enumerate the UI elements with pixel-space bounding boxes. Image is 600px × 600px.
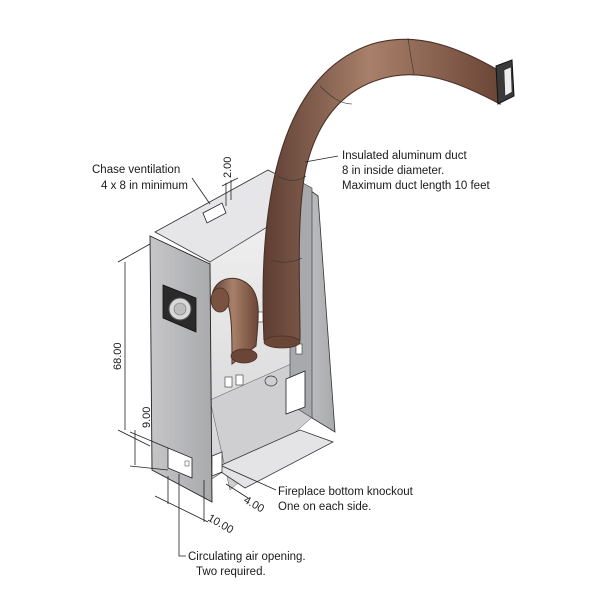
dim-opening-ext-top	[129, 431, 169, 449]
dim-height-value: 68.00	[112, 342, 124, 370]
dim-height-ext-bottom	[117, 429, 151, 447]
fitting-2	[235, 374, 244, 386]
duct-label-line2: 8 in inside diameter.	[342, 165, 444, 177]
dim-vent-gap-ext	[221, 177, 239, 187]
circulating-label-line2: Two required.	[196, 566, 266, 578]
duct-seam-1	[271, 257, 303, 263]
chase-vent-label-line1: Chase ventilation	[92, 164, 180, 176]
chase-vent-opening	[202, 202, 227, 224]
front-vent-inner	[173, 302, 187, 316]
elbow-duct-end	[230, 348, 258, 364]
chase-floor-plate	[214, 429, 334, 489]
dim-side-offset-line	[225, 483, 249, 499]
circulating-label-line1: Circulating air opening.	[188, 551, 306, 563]
dim-front-width-value: 10.00	[206, 512, 236, 536]
fireplace-knockout-left	[211, 451, 223, 477]
circulating-air-opening	[167, 447, 193, 479]
duct-label-line1: Insulated aluminum duct	[342, 150, 467, 162]
fireplace-knockout-right	[285, 370, 306, 415]
leader-circulating	[178, 474, 186, 557]
dim-side-offset-value: 4.00	[242, 494, 267, 515]
leader-chase-vent	[191, 177, 211, 205]
leader-knockout	[221, 465, 277, 491]
opening-tab	[184, 460, 190, 467]
dim-opening-ext-bottom	[129, 465, 169, 471]
dim-height-ext-top	[117, 243, 151, 263]
dim-opening-value: 9.00	[141, 407, 153, 428]
knockout-label-line2: One on each side.	[278, 501, 371, 513]
duct-label-line3: Maximum duct length 10 feet	[342, 180, 490, 192]
elbow-duct-inlet	[210, 287, 230, 313]
dim-front-width-line	[154, 495, 209, 523]
dim-vent-gap-value: 2.00	[222, 157, 234, 178]
duct-seam-2	[277, 175, 307, 181]
fitting-ring	[264, 375, 278, 387]
leader-duct	[304, 155, 339, 163]
duct-seam-4	[407, 37, 415, 75]
chase-vent-label-line2: 4 x 8 in minimum	[101, 180, 188, 192]
knockout-label-line1: Fireplace bottom knockout	[278, 486, 414, 498]
fitting-1	[224, 376, 233, 388]
main-duct-bottom	[263, 335, 301, 349]
duct-seam-3	[319, 85, 353, 105]
duct-terminal-face	[503, 66, 513, 97]
